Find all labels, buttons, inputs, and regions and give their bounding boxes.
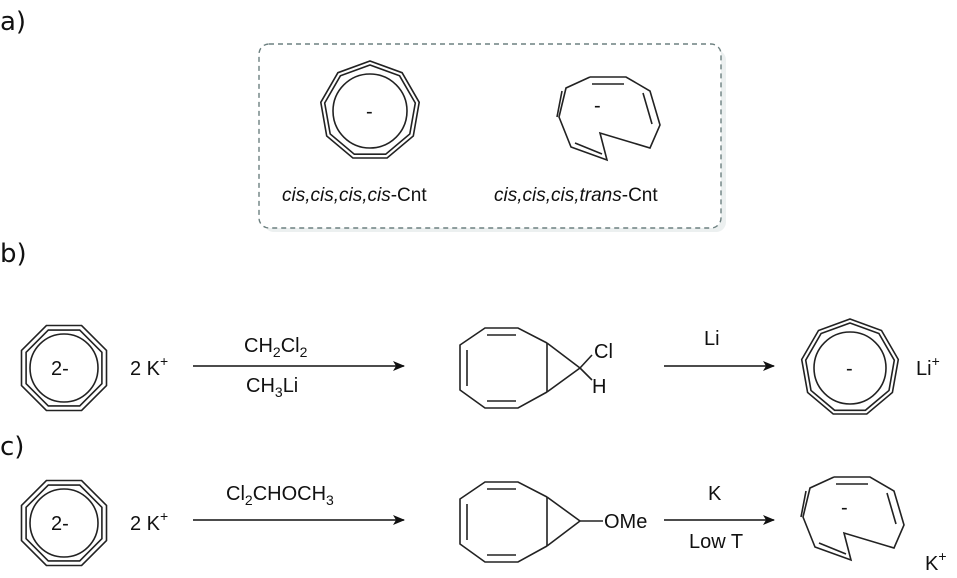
bicyclic-chloride: [459, 327, 593, 409]
trans-cnt-charge: -: [594, 95, 601, 117]
counterion-b: 2 K+: [130, 353, 168, 380]
cot-dianion-c: [20, 479, 108, 567]
reagent-c2-top: K: [708, 483, 722, 505]
cot-dianion-b: [20, 324, 108, 412]
reagent-c2-bottom: Low T: [689, 531, 743, 553]
counterion-b-charge: +: [160, 353, 168, 369]
counterion-c-text: 2 K: [130, 513, 161, 535]
section-label-b: b): [0, 239, 27, 269]
counterion-b-text: 2 K: [130, 358, 161, 380]
trans-cnt-ring: [556, 76, 661, 162]
counterion-c: 2 K+: [130, 508, 168, 535]
cot-dianion-c-charge: 2-: [51, 513, 69, 535]
cot-dianion-b-charge: 2-: [51, 358, 69, 380]
counterion-li-charge: +: [932, 353, 940, 369]
counterion-k-text: K: [925, 553, 939, 575]
cis-cnt-ring: [319, 60, 421, 159]
cnt-product-b: [800, 318, 900, 415]
section-label-c: c): [0, 432, 24, 462]
reagent-b-top: CH2Cl2: [244, 335, 308, 360]
section-label-a: a): [0, 7, 26, 37]
reaction-c: 2- 2 K+ Cl2CHOCH3 OMe K Low T - K+: [20, 476, 947, 575]
cis-cnt-caption-suffix: -Cnt: [391, 185, 428, 206]
reaction-b: 2- 2 K+ CH2Cl2 CH3Li Cl H Li -: [20, 318, 940, 415]
trans-cnt-product-c-charge: -: [841, 497, 848, 519]
cis-cnt-caption: cis,cis,cis,cis-Cnt: [282, 185, 427, 206]
counterion-k-charge: +: [938, 548, 946, 564]
cnt-product-b-charge: -: [846, 358, 853, 380]
reagent-c-top: Cl2CHOCH3: [226, 483, 334, 508]
substituent-ome: OMe: [604, 511, 647, 533]
counterion-li-text: Li: [916, 358, 932, 380]
counterion-c-charge: +: [160, 508, 168, 524]
substituent-h: H: [592, 376, 606, 398]
bicyclic-ether: [459, 481, 603, 563]
panel-a-box: [258, 43, 722, 229]
trans-cnt-caption-suffix: -Cnt: [622, 185, 659, 206]
panel-a: - cis,cis,cis,cis-Cnt - cis,cis,cis,tran…: [258, 43, 726, 232]
reagent-b2: Li: [704, 328, 720, 350]
cis-cnt-caption-italic: cis,cis,cis,cis: [282, 185, 391, 206]
counterion-li: Li+: [916, 353, 940, 380]
cis-cnt-charge: -: [366, 101, 373, 123]
substituent-cl: Cl: [594, 341, 613, 363]
trans-cnt-product-c: [800, 476, 905, 562]
trans-cnt-caption-italic: cis,cis,cis,trans: [494, 185, 622, 206]
counterion-k: K+: [925, 548, 947, 575]
trans-cnt-caption: cis,cis,cis,trans-Cnt: [494, 185, 658, 206]
reagent-b-bottom: CH3Li: [246, 375, 298, 400]
